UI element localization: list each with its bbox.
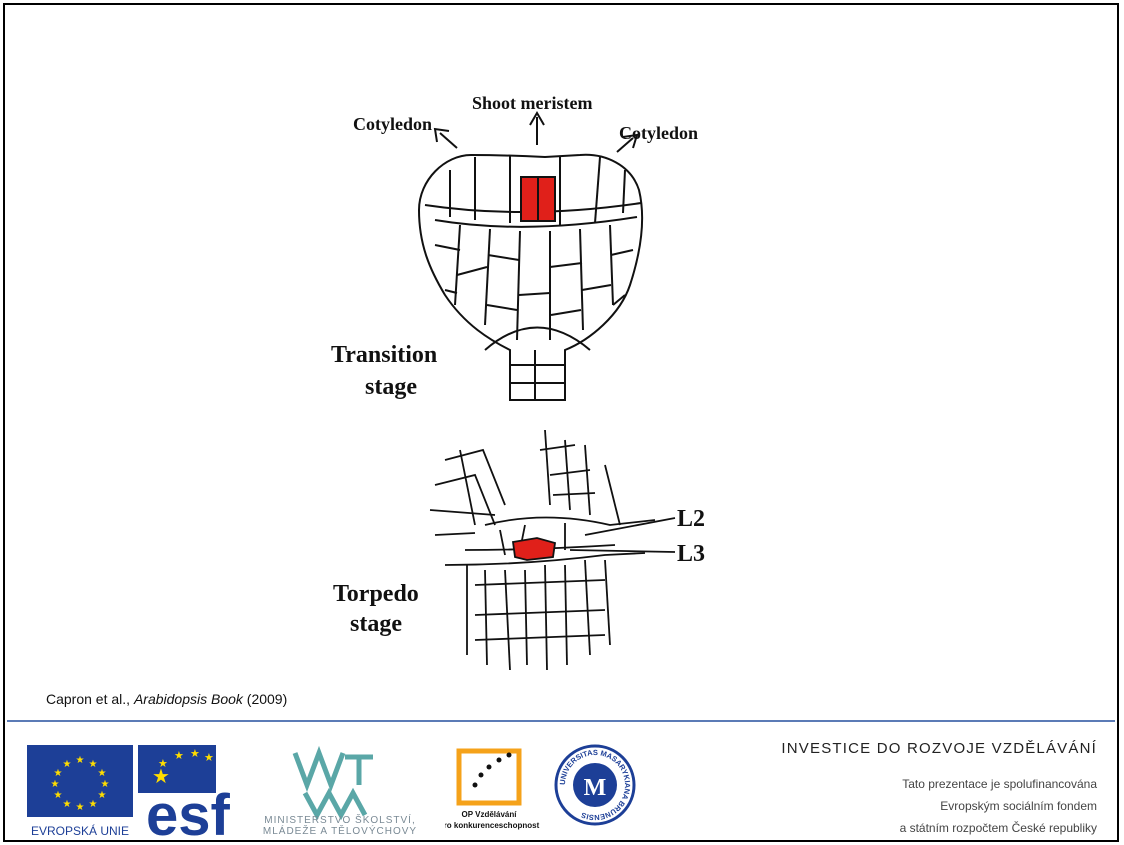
footer-line-3: a státním rozpočtem České republiky bbox=[900, 821, 1097, 835]
svg-text:★: ★ bbox=[63, 759, 72, 770]
label-torpedo-stage: stage bbox=[350, 611, 402, 637]
svg-text:★: ★ bbox=[98, 768, 107, 779]
eu-flag-logo: ★★★★★★ ★★★★★★ EVROPSKÁ UNIE bbox=[27, 745, 133, 840]
citation: Capron et al., Arabidopsis Book (2009) bbox=[46, 691, 287, 707]
label-torpedo: Torpedo bbox=[333, 581, 419, 607]
msmt-line2: MLÁDEŽE A TĚLOVÝCHOVY bbox=[263, 824, 417, 837]
svg-text:★: ★ bbox=[174, 749, 184, 762]
label-cotyledon-left: Cotyledon bbox=[353, 114, 432, 134]
svg-text:★: ★ bbox=[76, 802, 85, 813]
slide: Shoot meristem Cotyledon Cotyledon Trans… bbox=[3, 3, 1119, 842]
svg-text:★: ★ bbox=[190, 747, 200, 760]
op-line1: OP Vzdělávání bbox=[462, 810, 518, 819]
svg-text:★: ★ bbox=[89, 759, 98, 770]
footer-line-2: Evropským sociálním fondem bbox=[940, 799, 1097, 813]
svg-text:★: ★ bbox=[76, 755, 85, 766]
svg-text:★: ★ bbox=[204, 751, 214, 764]
label-l3: L3 bbox=[677, 541, 705, 567]
muni-seal-logo: UNIVERSITAS MASARYKIANA BRUNENSIS M bbox=[553, 743, 637, 827]
esf-label: esf bbox=[146, 783, 231, 840]
label-transition-stage: stage bbox=[365, 374, 417, 400]
label-cotyledon-right: Cotyledon bbox=[619, 123, 698, 143]
esf-logo: ★★★★ ★ esf bbox=[138, 745, 238, 840]
svg-text:★: ★ bbox=[101, 779, 110, 790]
footer-title: INVESTICE DO ROZVOJE VZDĚLÁVÁNÍ bbox=[781, 740, 1097, 757]
svg-text:★: ★ bbox=[54, 768, 63, 779]
svg-text:★: ★ bbox=[63, 799, 72, 810]
svg-text:★: ★ bbox=[51, 779, 60, 790]
svg-text:★: ★ bbox=[98, 790, 107, 801]
op-vzdelavani-logo: OP Vzdělávání pro konkurenceschopnost bbox=[445, 745, 550, 837]
l3-cell-highlight bbox=[513, 538, 555, 560]
eu-label: EVROPSKÁ UNIE bbox=[31, 823, 129, 838]
footer-line-1: Tato prezentace je spolufinancována bbox=[902, 777, 1097, 791]
op-line2: pro konkurenceschopnost bbox=[445, 821, 540, 830]
msmt-logo: MINISTERSTVO ŠKOLSTVÍ, MLÁDEŽE A TĚLOVÝC… bbox=[245, 745, 435, 837]
msmt-line1: MINISTERSTVO ŠKOLSTVÍ, bbox=[264, 813, 415, 826]
svg-text:★: ★ bbox=[89, 799, 98, 810]
label-transition: Transition bbox=[331, 342, 437, 368]
citation-year: (2009) bbox=[243, 691, 287, 707]
citation-title: Arabidopsis Book bbox=[134, 691, 243, 707]
footer-divider bbox=[7, 720, 1115, 722]
svg-text:M: M bbox=[584, 775, 607, 801]
label-l2: L2 bbox=[677, 506, 705, 532]
svg-text:★: ★ bbox=[54, 790, 63, 801]
embryo-diagram: Shoot meristem Cotyledon Cotyledon Trans… bbox=[5, 5, 1119, 705]
citation-authors: Capron et al., bbox=[46, 691, 134, 707]
label-shoot-meristem: Shoot meristem bbox=[472, 93, 592, 113]
